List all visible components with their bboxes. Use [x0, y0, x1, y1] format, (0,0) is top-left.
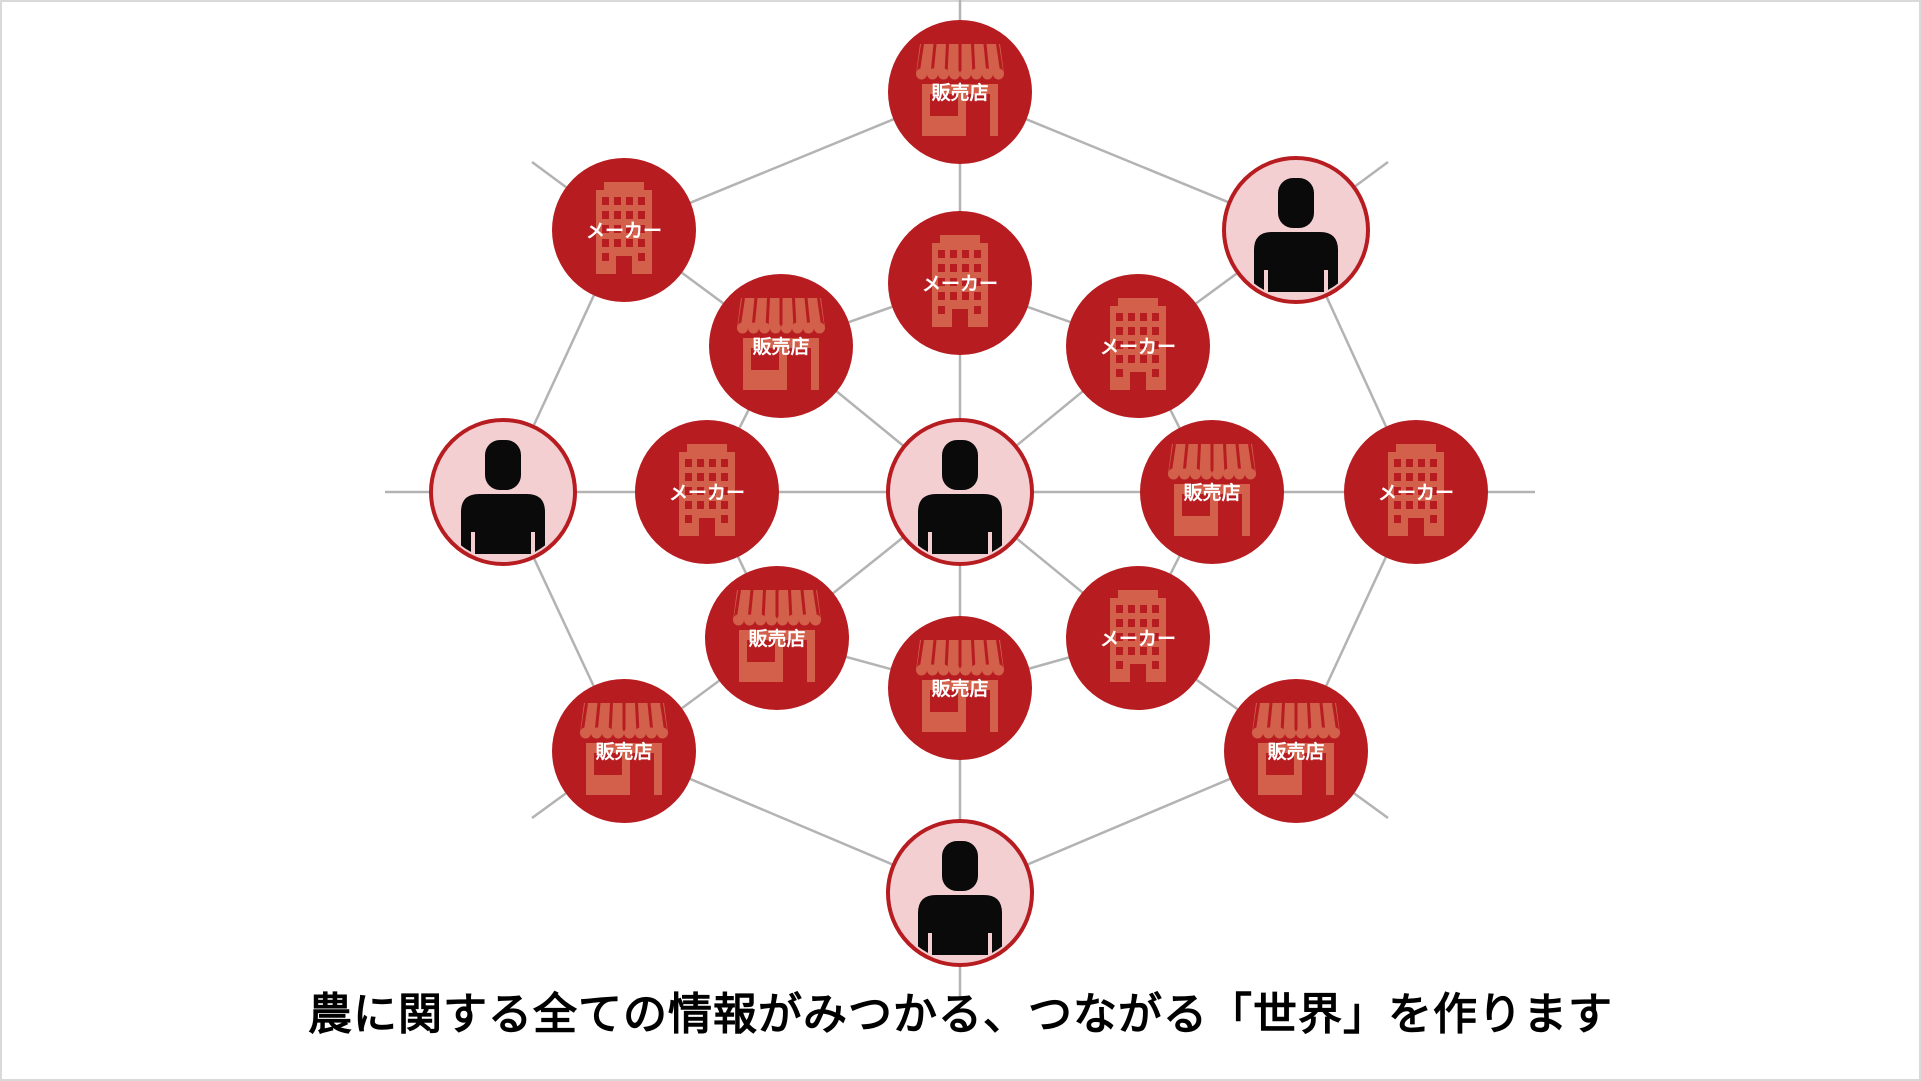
shop-label: 販売店 [595, 740, 652, 763]
store-icon [1252, 702, 1340, 795]
node-maker-i1: メーカー [1066, 274, 1210, 418]
node-maker-i3: メーカー [1066, 566, 1210, 710]
person-icon [461, 440, 545, 554]
node-maker-i0: メーカー [888, 211, 1032, 355]
building-icon [932, 235, 988, 327]
store-icon [1168, 443, 1256, 536]
person-icon [918, 841, 1002, 955]
shop-label: 販売店 [931, 677, 988, 700]
maker-label: メーカー [922, 273, 998, 295]
node-shop-o5: 販売店 [552, 679, 696, 823]
person-icon [918, 440, 1002, 554]
shop-label: 販売店 [752, 335, 809, 358]
caption-text: 農に関する全ての情報がみつかる、つながる「世界」を作ります [308, 989, 1613, 1040]
node-shop-o0: 販売店 [888, 20, 1032, 164]
node-maker-o7: メーカー [552, 158, 696, 302]
node-person-c [886, 418, 1034, 566]
store-icon [733, 589, 821, 682]
node-person-o4 [886, 819, 1034, 967]
building-icon [1388, 444, 1444, 536]
node-person-o1 [1222, 156, 1370, 304]
node-maker-i6: メーカー [635, 420, 779, 564]
node-person-o6 [429, 418, 577, 566]
store-icon [916, 43, 1004, 136]
node-maker-o2: メーカー [1344, 420, 1488, 564]
shop-label: 販売店 [1267, 740, 1324, 763]
person-icon [1254, 178, 1338, 292]
store-icon [916, 639, 1004, 732]
maker-label: メーカー [669, 482, 745, 504]
shop-label: 販売店 [1183, 481, 1240, 504]
store-icon [737, 297, 825, 390]
node-shop-i4: 販売店 [888, 616, 1032, 760]
maker-label: メーカー [586, 220, 662, 242]
shop-label: 販売店 [931, 81, 988, 104]
maker-label: メーカー [1100, 336, 1176, 358]
node-shop-i7: 販売店 [709, 274, 853, 418]
building-icon [1110, 298, 1166, 390]
store-icon [580, 702, 668, 795]
node-shop-i5: 販売店 [705, 566, 849, 710]
building-icon [679, 444, 735, 536]
nodes-layer: メーカーメーカー販売店メーカー販売店販売店メーカー販売店販売店メーカー販売店販売… [429, 20, 1488, 967]
maker-label: メーカー [1378, 482, 1454, 504]
maker-label: メーカー [1100, 628, 1176, 650]
node-shop-o3: 販売店 [1224, 679, 1368, 823]
node-shop-i2: 販売店 [1140, 420, 1284, 564]
shop-label: 販売店 [748, 627, 805, 650]
building-icon [596, 182, 652, 274]
building-icon [1110, 590, 1166, 682]
